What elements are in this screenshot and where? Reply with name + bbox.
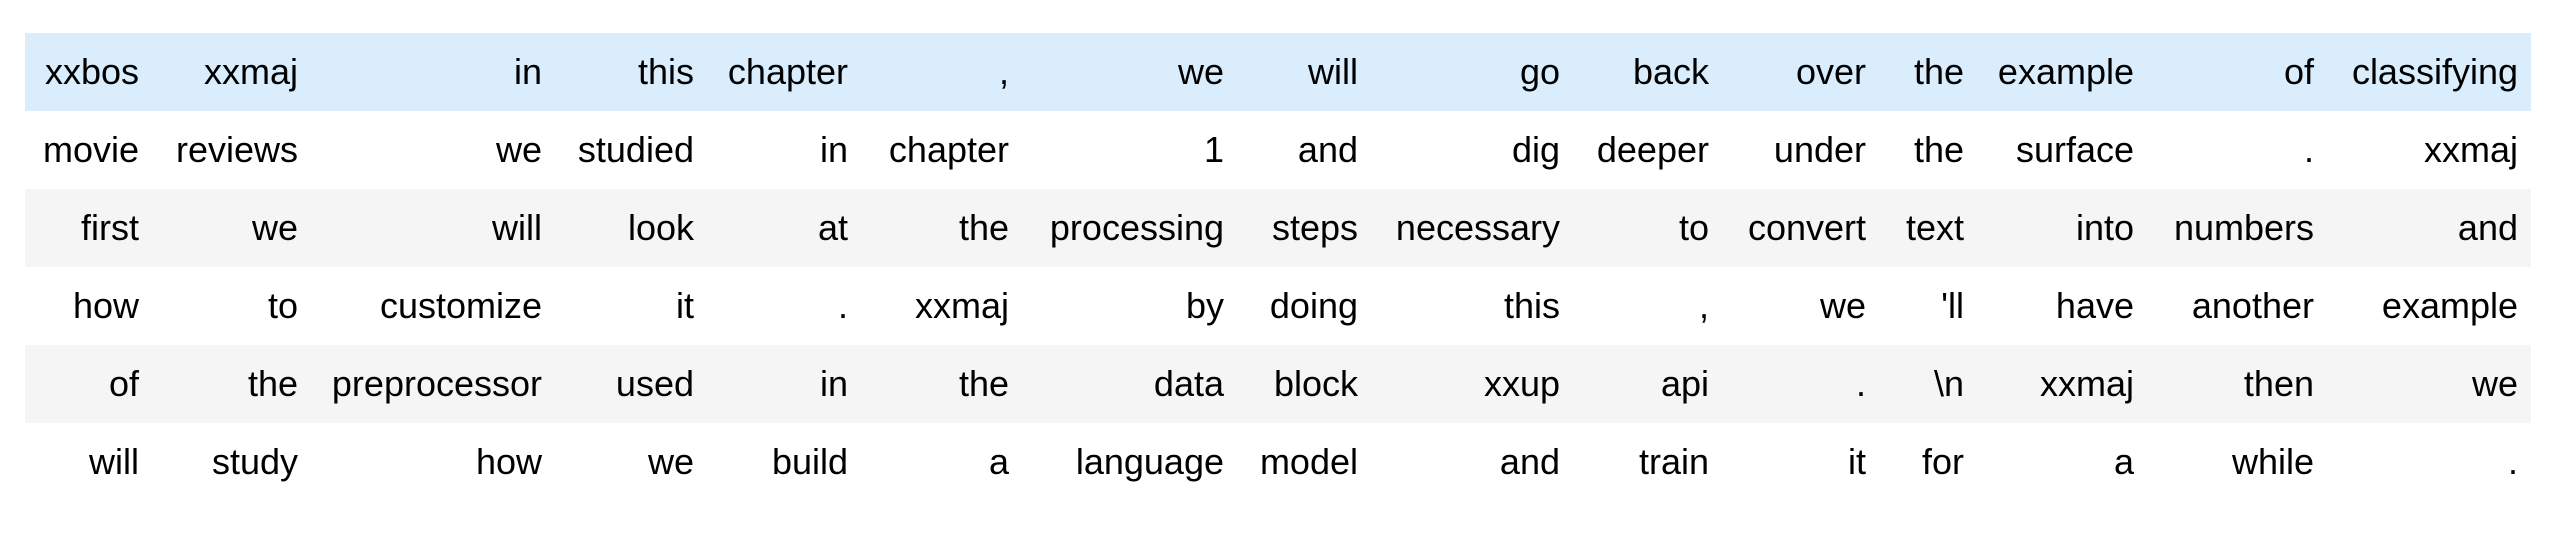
token-cell: in bbox=[819, 129, 848, 170]
token-cell: \n bbox=[1933, 363, 1964, 404]
table-row: will study how we build a language model and trai… bbox=[25, 423, 2531, 501]
token-cell: dig bbox=[1511, 129, 1560, 170]
token-cell: , bbox=[1698, 285, 1709, 326]
token-cell: this bbox=[637, 51, 694, 92]
token-cell: and bbox=[1499, 441, 1560, 482]
token-table: xxbos xxmaj in this chapter, we will go back over… bbox=[25, 33, 2531, 501]
token-cell: 'll bbox=[1941, 285, 1964, 326]
token-cell: into bbox=[2075, 207, 2134, 248]
token-cell: to bbox=[1678, 207, 1709, 248]
token-cell: language bbox=[1075, 441, 1224, 482]
token-cell: of bbox=[108, 363, 139, 404]
token-cell: data bbox=[1153, 363, 1224, 404]
token-table-body: xxbos xxmaj in this chapter, we will go back over… bbox=[25, 33, 2531, 501]
token-cell: xxmaj bbox=[2039, 363, 2134, 404]
token-cell: numbers bbox=[2173, 207, 2314, 248]
token-cell: will bbox=[89, 441, 139, 482]
token-cell: under bbox=[1773, 129, 1866, 170]
token-cell: this bbox=[1503, 285, 1560, 326]
table-row: xxbos xxmaj in this chapter, we will go back over… bbox=[25, 33, 2531, 111]
table-row: first we will look at the processing steps neces… bbox=[25, 189, 2531, 267]
token-cell: the bbox=[1913, 51, 1964, 92]
token-cell: . bbox=[2507, 441, 2518, 482]
token-cell: the bbox=[958, 207, 1009, 248]
token-cell: for bbox=[1921, 441, 1964, 482]
token-cell: it bbox=[1848, 441, 1866, 482]
token-cell: we bbox=[495, 129, 542, 170]
token-cell: . bbox=[2303, 129, 2314, 170]
token-cell: example bbox=[2381, 285, 2518, 326]
token-cell: and bbox=[1297, 129, 1358, 170]
token-cell: model bbox=[1259, 441, 1358, 482]
token-cell: necessary bbox=[1395, 207, 1560, 248]
token-cell: study bbox=[211, 441, 298, 482]
token-cell: a bbox=[988, 441, 1009, 482]
token-cell: build bbox=[771, 441, 848, 482]
token-cell: xxmaj bbox=[203, 51, 298, 92]
token-cell: have bbox=[2055, 285, 2134, 326]
token-cell: over bbox=[1795, 51, 1866, 92]
token-cell: look bbox=[627, 207, 694, 248]
token-cell: block bbox=[1273, 363, 1358, 404]
token-cell: will bbox=[1308, 51, 1358, 92]
table-row: how to customize it. xxmaj by doing this, we 'll h… bbox=[25, 267, 2531, 345]
token-cell: deeper bbox=[1596, 129, 1709, 170]
token-cell: then bbox=[2243, 363, 2314, 404]
token-cell: processing bbox=[1049, 207, 1224, 248]
token-cell: in bbox=[513, 51, 542, 92]
token-cell: . bbox=[1855, 363, 1866, 404]
token-cell: reviews bbox=[175, 129, 298, 170]
table-row: of the preprocessor used in the data block xxup a… bbox=[25, 345, 2531, 423]
token-cell: we bbox=[647, 441, 694, 482]
token-cell: studied bbox=[577, 129, 694, 170]
token-cell: customize bbox=[379, 285, 542, 326]
token-cell: steps bbox=[1271, 207, 1358, 248]
token-cell: convert bbox=[1747, 207, 1866, 248]
token-cell: how bbox=[475, 441, 542, 482]
token-cell: train bbox=[1638, 441, 1709, 482]
token-cell: text bbox=[1905, 207, 1964, 248]
token-cell: . bbox=[837, 285, 848, 326]
token-cell: in bbox=[819, 363, 848, 404]
token-cell: we bbox=[1819, 285, 1866, 326]
token-cell: while bbox=[2231, 441, 2314, 482]
token-cell: the bbox=[247, 363, 298, 404]
token-cell: another bbox=[2191, 285, 2314, 326]
token-cell: it bbox=[676, 285, 694, 326]
token-cell: chapter bbox=[727, 51, 848, 92]
token-cell: a bbox=[2113, 441, 2134, 482]
token-cell: the bbox=[1913, 129, 1964, 170]
token-cell: doing bbox=[1269, 285, 1358, 326]
token-cell: surface bbox=[2015, 129, 2134, 170]
token-cell: of bbox=[2283, 51, 2314, 92]
token-cell: classifying bbox=[2351, 51, 2518, 92]
token-cell: xxbos bbox=[44, 51, 139, 92]
token-cell: , bbox=[998, 51, 1009, 92]
token-cell: chapter bbox=[888, 129, 1009, 170]
token-cell: how bbox=[72, 285, 139, 326]
token-cell: we bbox=[1177, 51, 1224, 92]
token-cell: go bbox=[1519, 51, 1560, 92]
token-cell: at bbox=[817, 207, 848, 248]
token-cell: will bbox=[492, 207, 542, 248]
token-cell: api bbox=[1660, 363, 1709, 404]
token-cell: movie bbox=[42, 129, 139, 170]
token-cell: xxmaj bbox=[914, 285, 1009, 326]
token-cell: to bbox=[267, 285, 298, 326]
token-cell: xxmaj bbox=[2423, 129, 2518, 170]
token-cell: back bbox=[1632, 51, 1709, 92]
token-cell: we bbox=[2471, 363, 2518, 404]
token-cell: first bbox=[81, 207, 139, 248]
token-cell: the bbox=[958, 363, 1009, 404]
token-cell: xxup bbox=[1483, 363, 1560, 404]
token-cell: example bbox=[1997, 51, 2134, 92]
token-cell: by bbox=[1185, 285, 1224, 326]
token-cell: 1 bbox=[1203, 129, 1224, 170]
token-cell: and bbox=[2457, 207, 2518, 248]
token-cell: preprocessor bbox=[331, 363, 542, 404]
token-cell: used bbox=[615, 363, 694, 404]
token-cell: we bbox=[251, 207, 298, 248]
